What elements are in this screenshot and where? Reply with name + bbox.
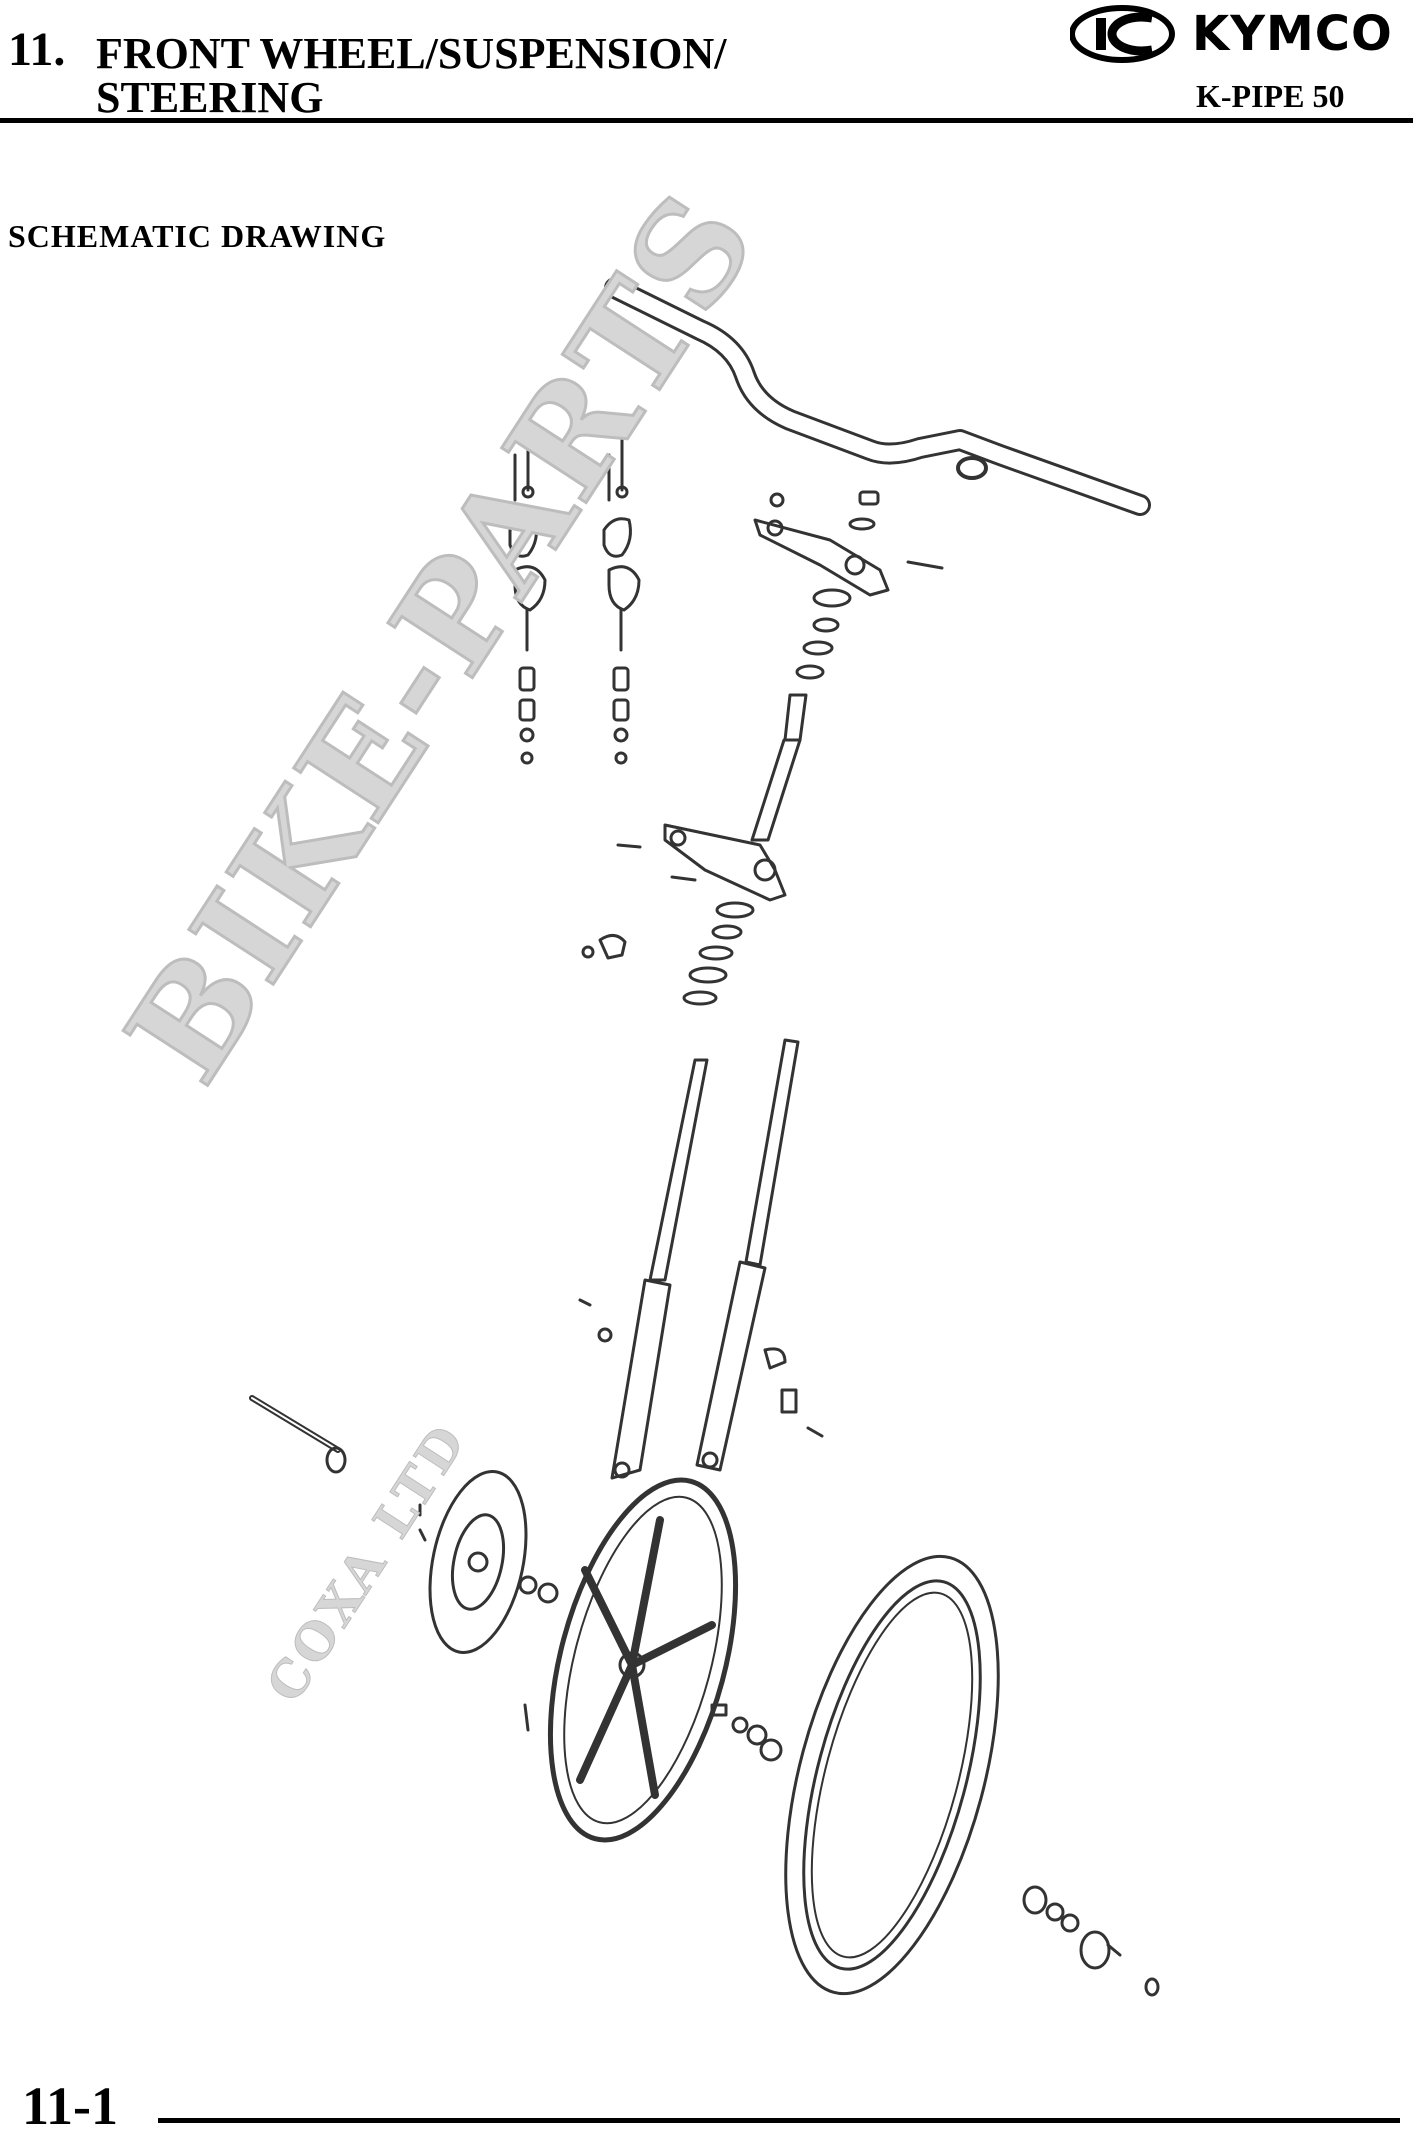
header-divider: [0, 118, 1413, 123]
brand-logo: KYMCO: [1070, 4, 1415, 64]
front-tire: [784, 1554, 1000, 1996]
right-bolt-stack: [602, 433, 641, 765]
exploded-view-drawing: [249, 277, 1160, 1997]
front-fork-legs: [578, 1038, 824, 1480]
left-bolt-stack: [508, 433, 547, 765]
brake-disc: [418, 1470, 559, 1654]
chapter-title-line2: STEERING: [96, 73, 324, 122]
chapter-number: 11.: [8, 23, 66, 76]
chapter-title-line1: FRONT WHEEL/SUSPENSION/: [96, 29, 727, 78]
page-number: 11-1: [22, 2076, 119, 2136]
handlebar: [604, 277, 1151, 516]
kymco-emblem-icon: [1070, 5, 1175, 63]
upper-triple-clamp: [753, 490, 944, 680]
footer-divider: [158, 2118, 1400, 2123]
model-name: K-PIPE 50: [1196, 78, 1345, 114]
brand-name: KYMCO: [1192, 6, 1393, 62]
speedometer-drive: [1022, 1885, 1160, 1997]
front-wheel-rim: [523, 1477, 783, 1843]
steering-stem: [581, 693, 808, 1006]
section-title: SCHEMATIC DRAWING: [8, 218, 387, 252]
front-axle: [249, 1395, 347, 1474]
